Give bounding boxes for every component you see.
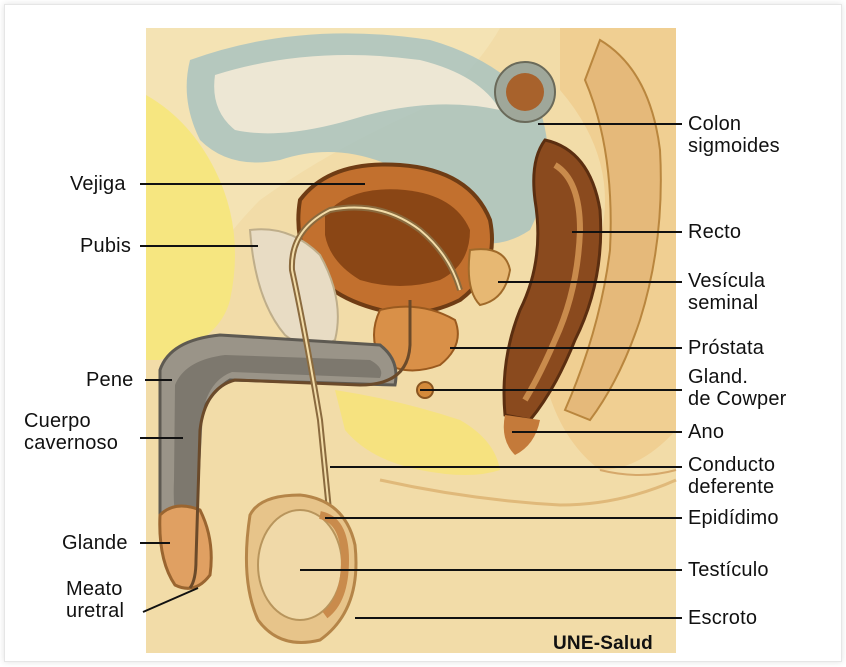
- label-pubis: Pubis: [80, 235, 131, 257]
- label-conducto-deferente: Conducto deferente: [688, 454, 775, 498]
- label-meato-uretral-line1: Meato: [66, 578, 124, 600]
- label-meato-uretral: Meato uretral: [66, 578, 124, 622]
- label-gland-cowper: Gland. de Cowper: [688, 366, 787, 410]
- label-cuerpo-cavernoso-line1: Cuerpo: [24, 410, 118, 432]
- label-vejiga: Vejiga: [70, 173, 126, 195]
- label-escroto: Escroto: [688, 607, 757, 629]
- label-prostata: Próstata: [688, 337, 764, 359]
- label-ano: Ano: [688, 421, 724, 443]
- label-conducto-deferente-line2: deferente: [688, 476, 775, 498]
- label-vesicula-seminal-line2: seminal: [688, 292, 765, 314]
- label-recto: Recto: [688, 221, 741, 243]
- credit-une-salud: UNE-Salud: [553, 633, 653, 655]
- label-gland-cowper-line1: Gland.: [688, 366, 787, 388]
- label-cuerpo-cavernoso-line2: cavernoso: [24, 432, 118, 454]
- label-colon-sigmoides: Colon sigmoides: [688, 113, 780, 157]
- label-meato-uretral-line2: uretral: [66, 600, 124, 622]
- label-testiculo: Testículo: [688, 559, 769, 581]
- label-conducto-deferente-line1: Conducto: [688, 454, 775, 476]
- label-glande: Glande: [62, 532, 128, 554]
- label-colon-sigmoides-line1: Colon: [688, 113, 780, 135]
- label-vesicula-seminal-line1: Vesícula: [688, 270, 765, 292]
- colon-sigmoid-inner: [506, 73, 544, 111]
- label-cuerpo-cavernoso: Cuerpo cavernoso: [24, 410, 118, 454]
- label-pene: Pene: [86, 369, 134, 391]
- label-gland-cowper-line2: de Cowper: [688, 388, 787, 410]
- testicle: [258, 510, 342, 620]
- label-colon-sigmoides-line2: sigmoides: [688, 135, 780, 157]
- label-vesicula-seminal: Vesícula seminal: [688, 270, 765, 314]
- label-epididimo: Epidídimo: [688, 507, 779, 529]
